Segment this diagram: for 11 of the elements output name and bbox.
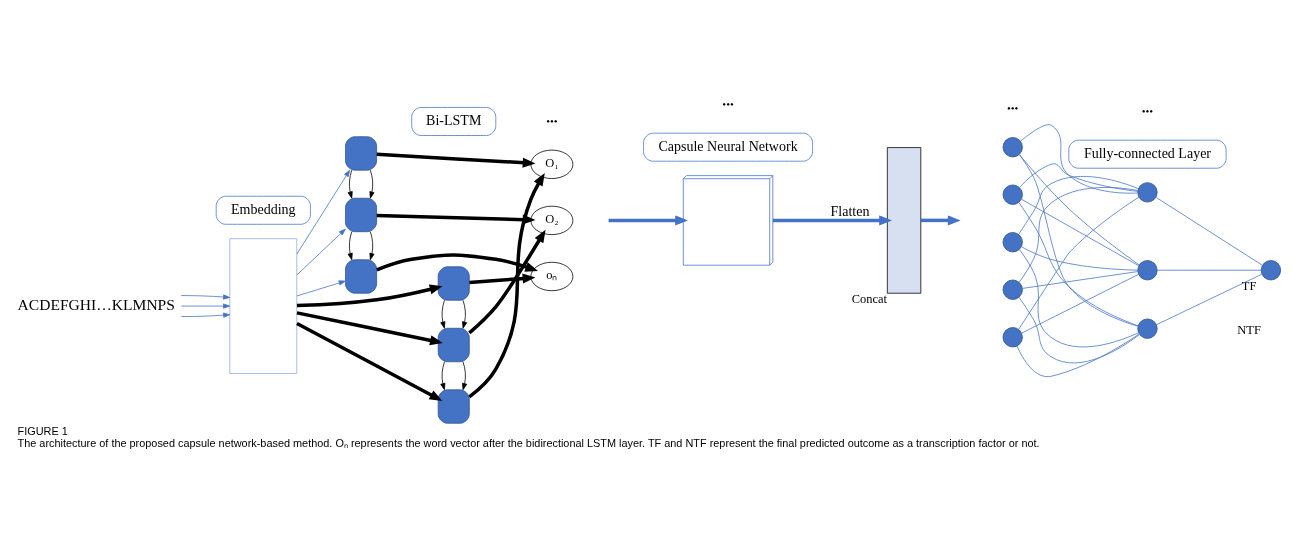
node-text: ACDEFGHI…KLMNPS [17,295,175,313]
diagram-title: FIGURE 1 [17,424,68,437]
node-label: NTF [1237,322,1261,337]
caption: The architecture of the proposed capsule network-based method. Oₙ represents the word vector after the bidirectional LSTM layer. TF and NTF represent the final predicted outcome as a transcription factor or not. [17,436,1040,449]
label: ••• [546,114,558,127]
label: ••• [1141,104,1154,117]
node-label: TF [1241,278,1257,293]
edge-label: Flatten [830,203,870,219]
label: ••• [722,97,734,110]
node-label: Concat [851,291,888,306]
label: ••• [1007,101,1019,114]
